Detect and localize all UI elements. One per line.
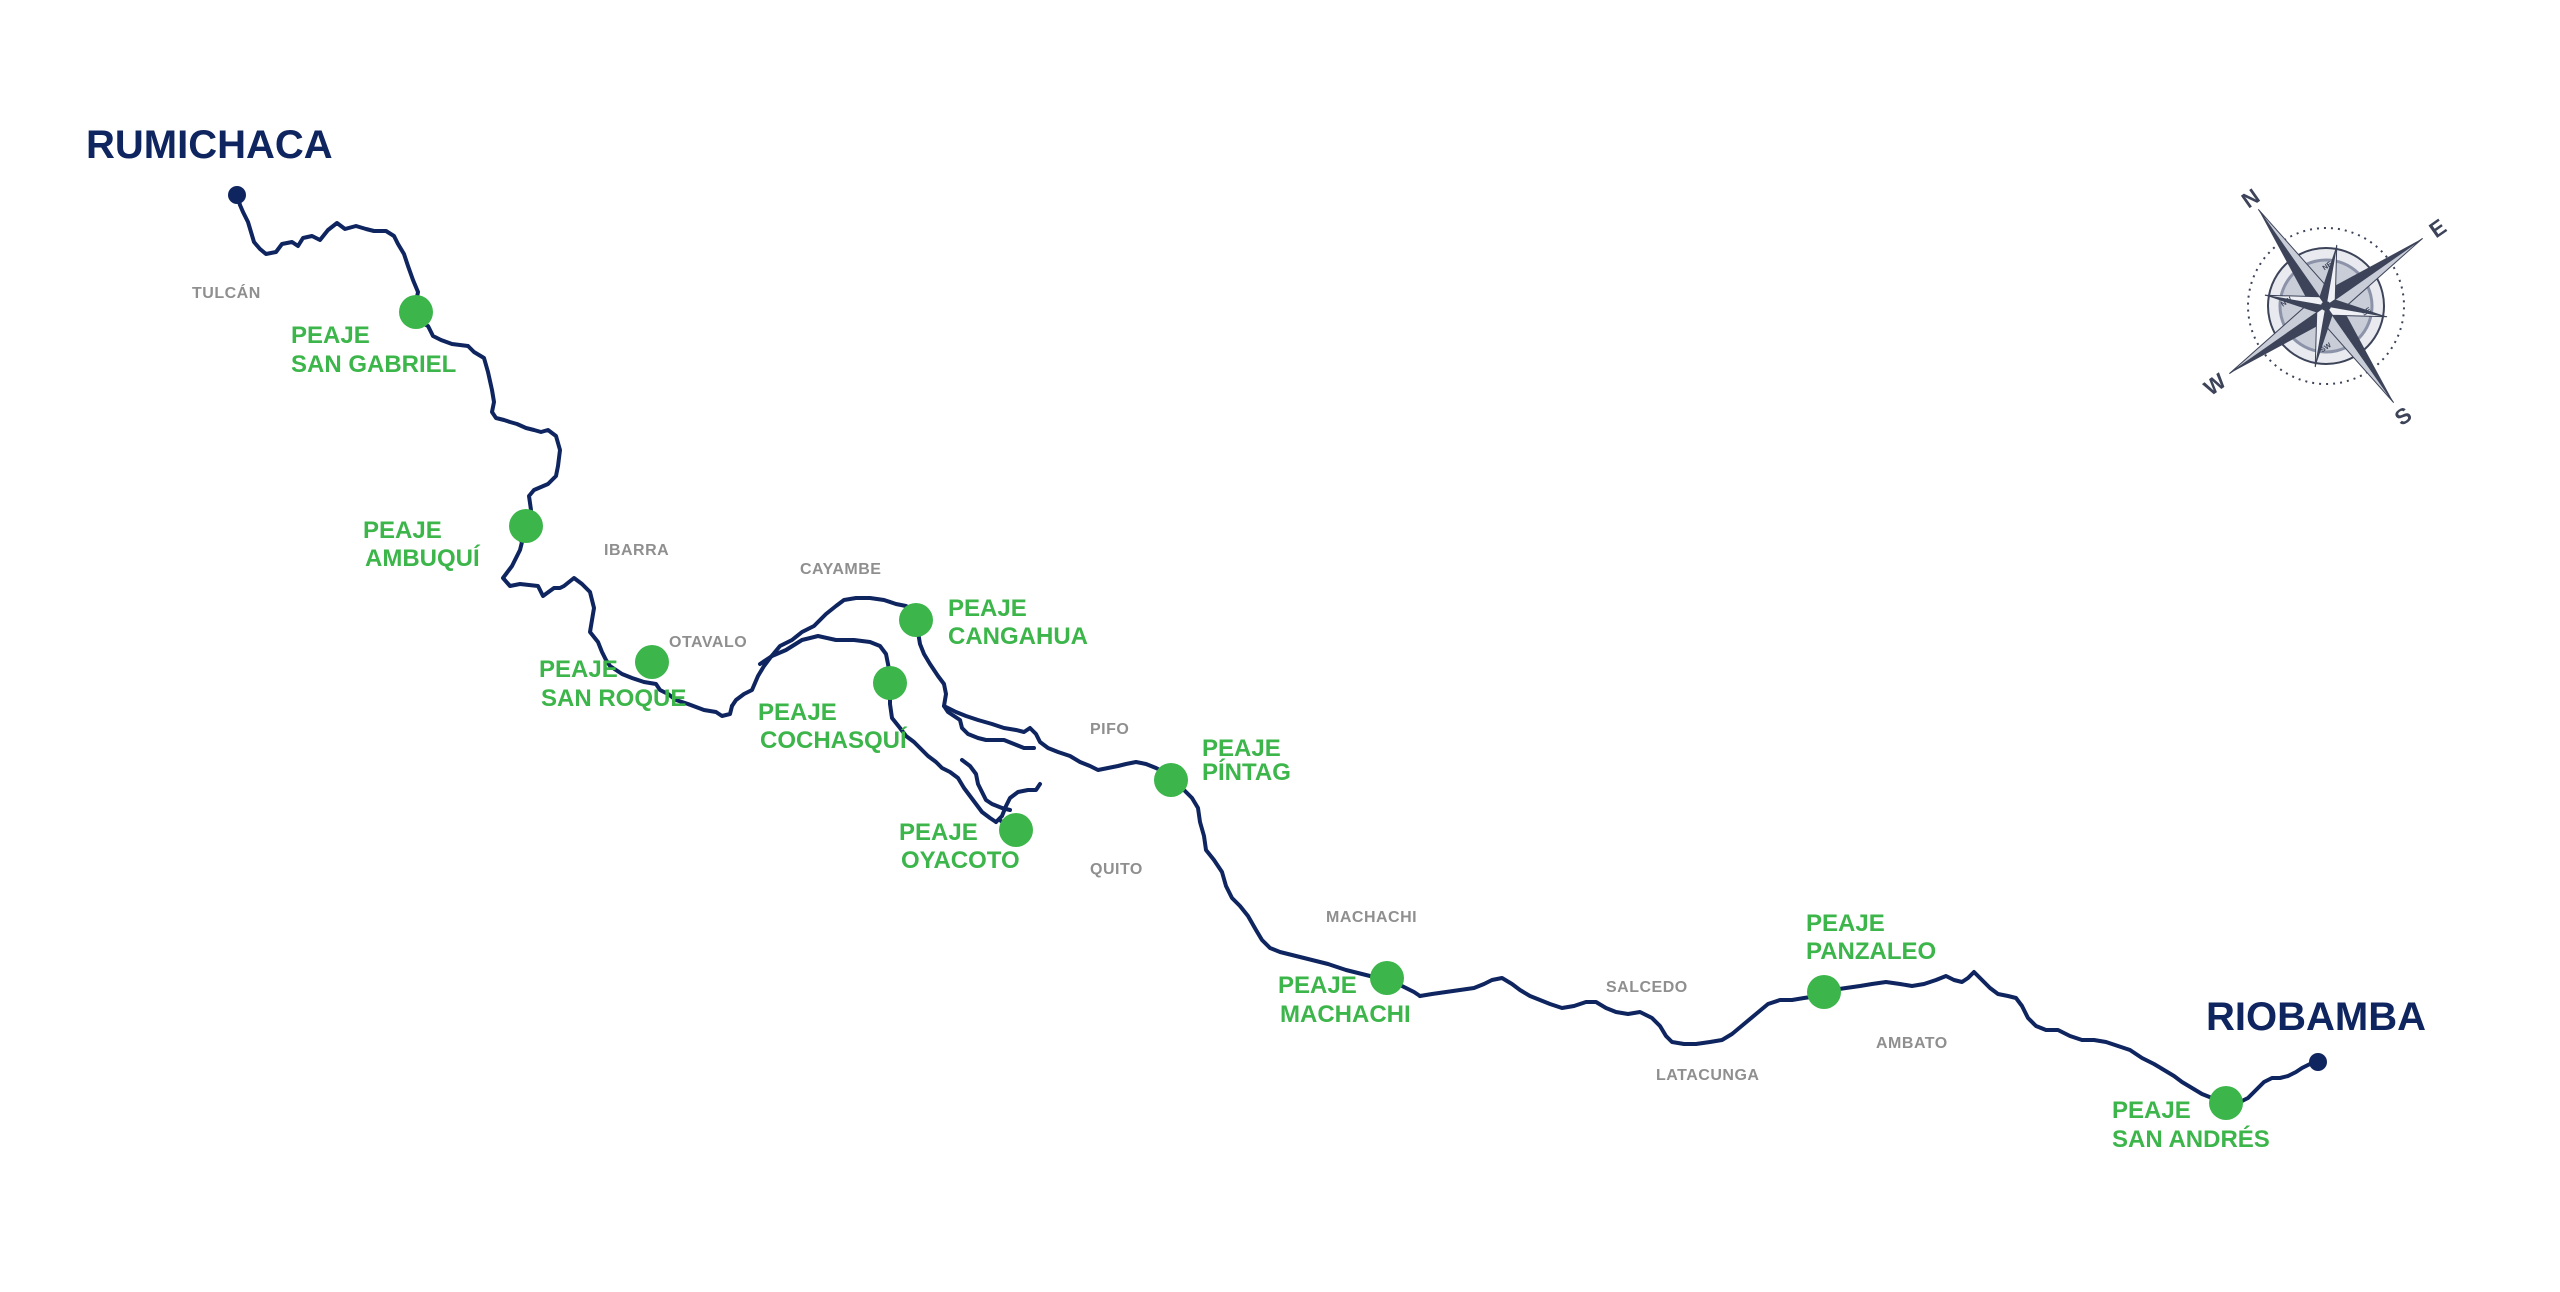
toll-san-gabriel[interactable]: PEAJE SAN GABRIEL (291, 295, 456, 378)
route-machachi-riobamba (1418, 970, 2320, 1106)
toll-label-line1: PEAJE (899, 819, 978, 846)
compass-point-ne (2325, 244, 2338, 308)
toll-label-line1: PEAJE (291, 322, 370, 349)
toll-panzaleo[interactable]: PEAJE PANZALEO (1806, 910, 1936, 1009)
compass-point-e-dark (2326, 238, 2423, 306)
toll-label-line2: SAN ROQUE (541, 685, 686, 712)
toll-label-line1: PEAJE (948, 595, 1027, 622)
toll-ambuqui[interactable]: PEAJE AMBUQUÍ (363, 509, 543, 572)
compass-label-se: SE (2361, 306, 2373, 317)
compass-label-n: N (2237, 183, 2264, 213)
route-cayambe-cangahua (912, 608, 1036, 750)
route-rumichaca-san-roque (235, 193, 734, 718)
toll-label-line2: COCHASQUÍ (760, 726, 908, 754)
toll-machachi[interactable]: PEAJE MACHACHI (1278, 961, 1411, 1028)
compass-point-nw (2264, 294, 2328, 307)
toll-san-andres[interactable]: PEAJE SAN ANDRÉS (2112, 1086, 2270, 1153)
city-labels: TULCÁN IBARRA OTAVALO CAYAMBE PIFO QUITO… (192, 283, 1948, 1084)
route-network (235, 193, 2320, 1106)
compass-point-ne-dark (2319, 244, 2337, 306)
rumichaca-point[interactable] (228, 186, 246, 204)
toll-label-line1: PEAJE (539, 656, 618, 683)
compass-label-e: E (2425, 214, 2451, 243)
toll-marker[interactable] (873, 666, 907, 700)
toll-label-line1: PEAJE (1202, 735, 1281, 762)
city-machachi: MACHACHI (1326, 909, 1417, 926)
city-otavalo: OTAVALO (669, 634, 747, 651)
toll-label-line2: MACHACHI (1280, 1001, 1411, 1028)
toll-marker[interactable] (635, 645, 669, 679)
toll-label-line2: PÍNTAG (1202, 758, 1291, 786)
city-ibarra: IBARRA (604, 542, 669, 559)
toll-san-roque[interactable]: PEAJE SAN ROQUE (539, 645, 686, 712)
riobamba-point[interactable] (2309, 1053, 2327, 1071)
toll-label-line2: SAN ANDRÉS (2112, 1125, 2270, 1153)
city-cayambe: CAYAMBE (800, 561, 881, 578)
toll-label-line2: SAN GABRIEL (291, 351, 456, 378)
route-cangahua-pifo (942, 704, 1178, 784)
city-ambato: AMBATO (1876, 1035, 1948, 1052)
compass-point-se (2324, 305, 2388, 318)
toll-marker[interactable] (399, 295, 433, 329)
toll-label-line1: PEAJE (363, 517, 442, 544)
compass-rose-icon: N S E W NE SE SW NW (2199, 183, 2451, 431)
toll-marker[interactable] (1370, 961, 1404, 995)
compass-label-w: W (2199, 368, 2231, 401)
toll-marker[interactable] (899, 603, 933, 637)
toll-cangahua[interactable]: PEAJE CANGAHUA (899, 595, 1088, 650)
toll-marker[interactable] (509, 509, 543, 543)
toll-cochasqui[interactable]: PEAJE COCHASQUÍ (758, 666, 908, 754)
toll-label-line1: PEAJE (1806, 910, 1885, 937)
city-salcedo: SALCEDO (1606, 979, 1688, 996)
city-pifo: PIFO (1090, 721, 1129, 738)
toll-label-line2: OYACOTO (901, 847, 1020, 874)
compass-label-ne: NE (2322, 261, 2334, 273)
compass-center (2321, 301, 2331, 311)
compass-point-se-dark (2326, 299, 2388, 317)
compass-point-nw-dark (2264, 295, 2326, 313)
toll-stations: PEAJE SAN GABRIEL PEAJE AMBUQUÍ PEAJE SA… (291, 295, 2270, 1153)
toll-marker[interactable] (1154, 763, 1188, 797)
compass-point-sw-dark (2315, 306, 2333, 368)
toll-label-line1: PEAJE (1278, 972, 1357, 999)
route-cochasqui-branch (758, 634, 998, 824)
toll-label-line1: PEAJE (2112, 1097, 2191, 1124)
toll-marker[interactable] (999, 813, 1033, 847)
toll-label-line1: PEAJE (758, 699, 837, 726)
endpoints: RUMICHACA RIOBAMBA (86, 123, 2426, 1071)
city-quito: QUITO (1090, 861, 1143, 878)
toll-marker[interactable] (2209, 1086, 2243, 1120)
city-latacunga: LATACUNGA (1656, 1067, 1759, 1084)
toll-marker[interactable] (1807, 975, 1841, 1009)
toll-label-line2: PANZALEO (1806, 938, 1936, 965)
toll-pintag[interactable]: PEAJE PÍNTAG (1154, 735, 1291, 797)
compass-label-s: S (2390, 402, 2416, 431)
route-otavalo-cayambe (730, 596, 916, 708)
toll-label-line2: AMBUQUÍ (365, 544, 481, 572)
rumichaca-label: RUMICHACA (86, 123, 333, 167)
city-tulcan: TULCÁN (192, 283, 261, 302)
toll-oyacoto[interactable]: PEAJE OYACOTO (899, 813, 1033, 874)
riobamba-label: RIOBAMBA (2206, 995, 2426, 1039)
toll-label-line2: CANGAHUA (948, 623, 1088, 650)
